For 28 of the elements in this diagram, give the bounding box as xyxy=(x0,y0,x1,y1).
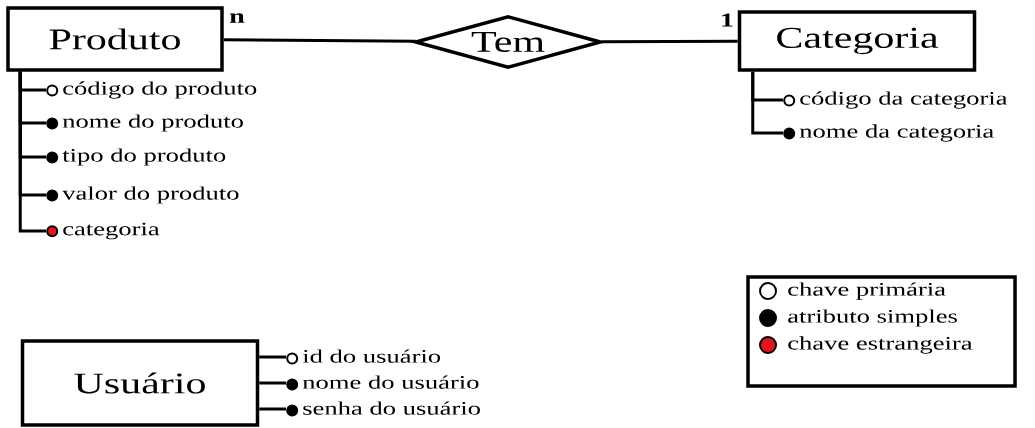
entity-box: Categoria xyxy=(737,10,977,72)
attribute-line xyxy=(751,71,783,135)
cardinality-label: 1 xyxy=(719,12,735,28)
legend-text: chave primária xyxy=(788,282,946,300)
legend-text: atributo simples xyxy=(788,309,957,327)
node-label: senha do usuário xyxy=(303,401,480,415)
attribute-item: valor do produto xyxy=(46,186,239,204)
attribute-item: senha do usuário xyxy=(286,401,480,417)
attribute-item: categoria xyxy=(46,222,160,240)
attribute-item: código da categoria xyxy=(783,91,1008,109)
node-label: id do usuário xyxy=(302,349,441,363)
legend-text: chave estrangeira xyxy=(788,336,973,354)
entity-box: Usuário xyxy=(20,339,260,427)
attribute-line xyxy=(259,407,286,411)
cardinality-label: n xyxy=(228,12,246,24)
attribute-line xyxy=(18,71,46,233)
attribute-item: código do produto xyxy=(46,81,257,99)
attribute-item: nome da categoria xyxy=(783,124,994,142)
entity-box: Produto xyxy=(6,6,224,72)
attribute-item: nome do produto xyxy=(46,114,243,132)
attribute-line xyxy=(259,381,286,385)
attribute-item: nome do usuário xyxy=(286,375,479,391)
node-label: nome do usuário xyxy=(302,375,479,389)
attribute-item: id do usuário xyxy=(286,349,441,365)
relationship-line xyxy=(223,38,416,43)
attribute-item: tipo do produto xyxy=(46,148,226,166)
attribute-line xyxy=(259,355,286,359)
relationship-line xyxy=(601,39,738,44)
